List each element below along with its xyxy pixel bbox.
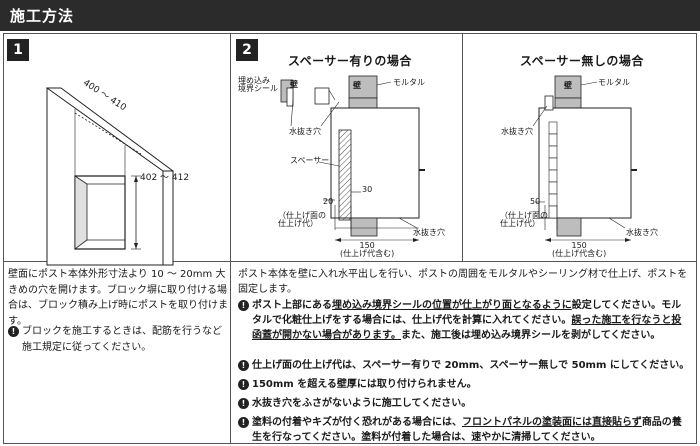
note-5: ! 塗料の付着やキズが付く恐れがある場合には、フロントパネルの塗装面には直接貼ら… <box>238 415 690 445</box>
height-dimension: 402 ～ 412 <box>140 173 190 183</box>
drain-bottom-label-left: 水抜き穴 <box>413 228 445 237</box>
dim-150-label-left: 150 (仕上げ代含む) <box>340 241 395 258</box>
row-divider <box>3 261 697 262</box>
without-spacer-diagram <box>532 75 637 242</box>
seal-label: 埋め込み 境界シール <box>238 76 278 93</box>
step-2-badge: 2 <box>236 39 258 61</box>
note-2: ! 仕上げ面の仕上げ代は、スペーサー有りで 20mm、スペーサー無しで 50mm… <box>238 358 690 373</box>
with-spacer-diagram <box>280 75 425 242</box>
section-header: 施工方法 <box>0 0 700 31</box>
warning-icon: ! <box>238 379 249 390</box>
warning-icon: ! <box>8 326 19 337</box>
note-1-b: 埋め込み境界シールの位置が仕上がり面となるように <box>332 300 572 311</box>
drain-top-label-left: 水抜き穴 <box>289 127 321 136</box>
dim-150-label-right: 150 (仕上げ代含む) <box>552 241 607 258</box>
wall-label-right: 壁 <box>564 81 572 90</box>
note-1-d: 誤った施工を行なうと投函蓋が開かない場合があります。 <box>252 315 682 341</box>
note-4: ! 水抜き穴をふさがないように施工してください。 <box>238 396 690 411</box>
warning-icon: ! <box>238 360 249 371</box>
step-1-note: ! ブロックを施工するときは、配筋を行うなど施工規定に従ってください。 <box>8 324 228 355</box>
dim-50-label: 50 <box>530 197 541 206</box>
note-1-e: また、施工後は埋め込み境界シールを剥がしてください。 <box>401 330 661 341</box>
diagram-divider <box>462 33 463 261</box>
panel-divider <box>230 33 231 444</box>
step-2-intro: ポスト本体を壁に入れ水平出しを行い、ポストの周囲をモルタルやシーリング材で仕上げ… <box>238 269 688 295</box>
step-1-note-text: ブロックを施工するときは、配筋を行うなど施工規定に従ってください。 <box>22 326 222 353</box>
mortar-label-right: モルタル <box>598 78 630 87</box>
note-5-a: 塗料の付着やキズが付く恐れがある場合には、 <box>252 417 462 428</box>
warning-icon: ! <box>238 300 249 311</box>
note-1: ! ポスト上部にある埋め込み境界シールの位置が仕上がり面となるように設定してくだ… <box>238 298 690 343</box>
block-stack <box>548 121 558 219</box>
content-frame <box>3 33 697 444</box>
drain-top-label-right: 水抜き穴 <box>501 127 533 136</box>
note-1-a: ポスト上部にある <box>252 300 332 311</box>
finish-label-left: （仕上げ面の 仕上げ代） <box>278 211 326 228</box>
note-3: ! 150mm を超える壁厚には取り付けられません。 <box>238 377 690 392</box>
step-1-text: 壁面にポスト本体外形寸法より 10 ～ 20mm 大きめの穴を開けます。ブロック… <box>8 269 228 327</box>
note-4-text: 水抜き穴をふさがないように施工してください。 <box>252 398 472 409</box>
note-5-c: 商品の養生を行なってください。塗料が付着した場合は、速やかに清掃してください。 <box>252 417 682 443</box>
mortar-label-left: モルタル <box>393 78 425 87</box>
with-spacer-title: スペーサー有りの場合 <box>288 54 412 68</box>
note-2-text: 仕上げ面の仕上げ代は、スペーサー有りで 20mm、スペーサー無しで 50mm に… <box>252 360 690 371</box>
dim-20-label: 20 <box>323 197 334 206</box>
without-spacer-title: スペーサー無しの場合 <box>520 54 644 68</box>
note-1-c: 設定してください。モルタルで化粧仕上げをする場合には、仕上げ代を計算に入れてくだ… <box>252 300 682 326</box>
wall-opening-diagram <box>46 87 174 266</box>
step-1-badge: 1 <box>7 39 29 61</box>
wall-label-seal: 壁 <box>290 80 298 89</box>
finish-label-right: （仕上げ面の 仕上げ代） <box>500 211 548 228</box>
note-5-b: フロントパネルの塗装面には直接貼らず <box>462 417 642 428</box>
spacer-label: スペーサー <box>290 156 330 165</box>
warning-icon: ! <box>238 417 249 428</box>
dim-30-label: 30 <box>362 185 373 194</box>
section-title: 施工方法 <box>10 7 75 25</box>
wall-label-left: 壁 <box>353 81 361 90</box>
drain-bottom-label-right: 水抜き穴 <box>626 228 658 237</box>
warning-icon: ! <box>238 398 249 409</box>
note-3-text: 150mm を超える壁厚には取り付けられません。 <box>252 379 477 390</box>
